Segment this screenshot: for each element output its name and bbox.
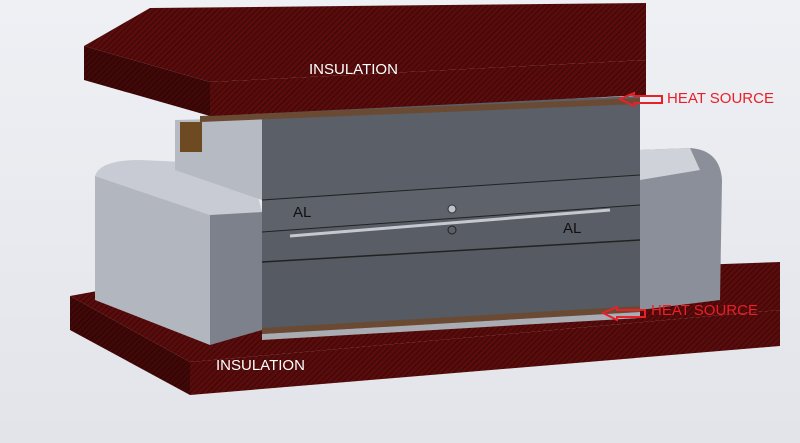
top-insulation-plate (84, 3, 646, 116)
insulation-label-top: INSULATION (309, 61, 398, 78)
heat-arrow-bottom (600, 305, 646, 322)
al-label-left: AL (293, 204, 312, 221)
heat-source-label-bottom: HEAT SOURCE (651, 302, 758, 319)
al-label-right: AL (563, 220, 582, 237)
right-side-block (632, 148, 722, 310)
heat-arrow-top (617, 91, 663, 108)
insulation-label-bottom: INSULATION (216, 357, 305, 374)
central-mold-stack (175, 96, 641, 340)
heat-source-label-top: HEAT SOURCE (667, 90, 774, 107)
